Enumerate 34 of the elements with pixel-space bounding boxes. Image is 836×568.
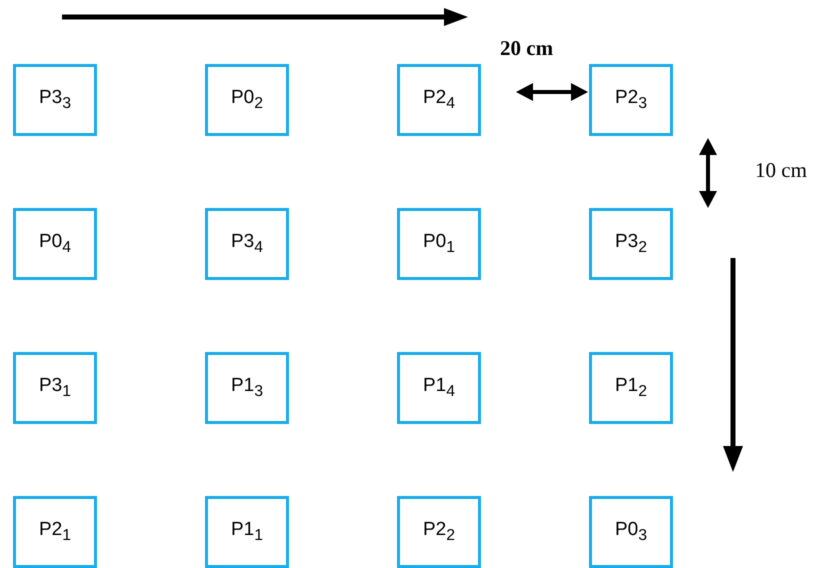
plot-box [397,64,481,136]
plot-box [205,64,289,136]
plot-label: P0$_{2}$ [230,87,264,113]
dimension-label: 20 cm [500,36,554,61]
plot-label: P0$_{1}$ [422,231,456,257]
plot-box [397,208,481,280]
plot-label: P2$_{4}$ [422,87,456,113]
plot-box [13,208,97,280]
plot-label: P1$_{4}$ [422,375,456,401]
plot-label: P0$_{4}$ [38,231,72,257]
plot-label: P0$_{3}$ [614,519,648,545]
plot-label: P3$_{1}$ [38,375,72,401]
plot-box [397,352,481,424]
plot-box [13,64,97,136]
plot-box [589,496,673,568]
plot-label: P2$_{2}$ [422,519,456,545]
plot-label: P1$_{2}$ [614,375,648,401]
plot-box [589,64,673,136]
plot-label: P2$_{1}$ [38,519,72,545]
plot-box [205,496,289,568]
plot-label: P3$_{2}$ [614,231,648,257]
plot-label: P2$_{3}$ [614,87,648,113]
plot-box [205,208,289,280]
plot-label: P1$_{3}$ [230,375,264,401]
plot-label: P3$_{4}$ [230,231,264,257]
plot-box [589,208,673,280]
plot-box [13,496,97,568]
plot-label: P3$_{3}$ [38,87,72,113]
plot-box [205,352,289,424]
plot-label: P1$_{1}$ [230,519,264,545]
dimension-label: 10 cm [755,158,807,183]
plot-box [589,352,673,424]
plot-box [397,496,481,568]
plot-box [13,352,97,424]
